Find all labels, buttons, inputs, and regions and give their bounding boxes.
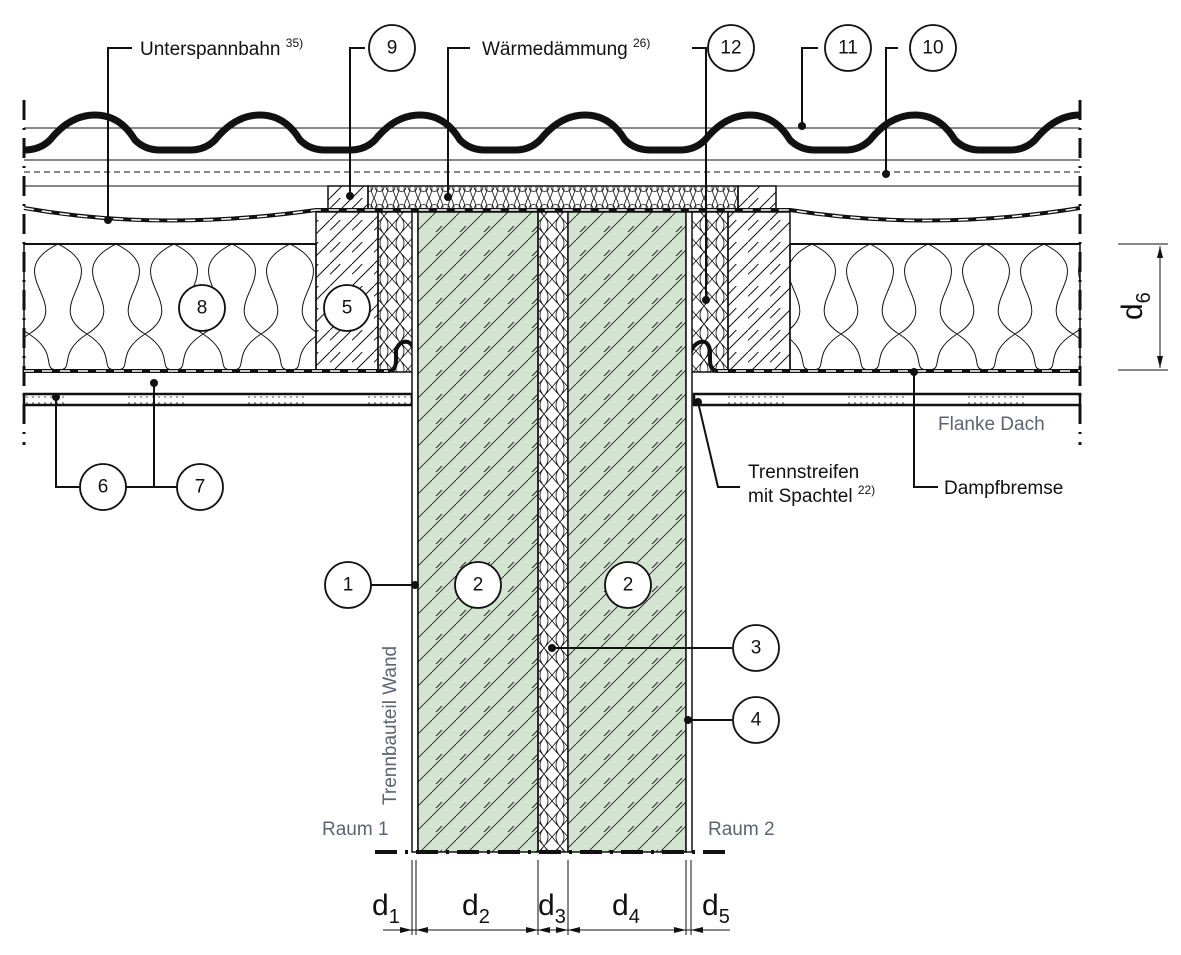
callout-10: 10 — [909, 24, 957, 72]
callout-1: 1 — [324, 561, 372, 609]
rafter-insulation-left — [23, 243, 317, 371]
label-waermedaemmung: Wärmedämmung 26) — [482, 36, 650, 60]
dim-d6: d6 — [1116, 292, 1155, 320]
svg-text:2: 2 — [623, 575, 634, 596]
label-trennstreifen: Trennstreifen — [748, 462, 859, 483]
roof-tiles — [23, 111, 1081, 173]
label-raum-1: Raum 1 — [322, 819, 389, 840]
svg-text:5: 5 — [342, 298, 353, 319]
label-mit-spachtel: mit Spachtel 22) — [748, 483, 875, 507]
svg-text:2: 2 — [473, 575, 484, 596]
cavity-insulation — [537, 211, 569, 853]
concrete-wall-left — [417, 211, 539, 853]
callout-3: 3 — [732, 624, 780, 672]
label-raum-2: Raum 2 — [708, 819, 775, 840]
dim-d5: d5 — [702, 889, 730, 928]
callout-6: 6 — [79, 463, 127, 511]
top-insulation-strip — [367, 185, 739, 211]
rafter-right — [727, 211, 791, 371]
callout-12: 12 — [707, 24, 755, 72]
callout-4: 4 — [732, 696, 780, 744]
callout-9: 9 — [368, 24, 416, 72]
ceiling-board-right — [692, 392, 1082, 407]
callout-8: 8 — [178, 284, 226, 332]
plaster-right — [685, 211, 693, 853]
callout-2-left: 2 — [454, 561, 502, 609]
svg-text:6: 6 — [98, 477, 109, 498]
svg-text:10: 10 — [922, 38, 943, 59]
label-flanke-dach: Flanke Dach — [938, 414, 1045, 435]
svg-text:4: 4 — [751, 710, 762, 731]
svg-text:11: 11 — [838, 38, 858, 59]
label-dampfbremse: Dampfbremse — [944, 478, 1063, 499]
callout-7: 7 — [176, 463, 224, 511]
rafter-insulation-right — [789, 243, 1081, 371]
top-wood-right — [737, 185, 777, 211]
callout-2-right: 2 — [604, 561, 652, 609]
dim-d2: d2 — [462, 889, 490, 928]
dim-d3: d3 — [538, 889, 566, 928]
callout-5: 5 — [323, 284, 371, 332]
leader-dots — [52, 122, 918, 724]
svg-text:9: 9 — [387, 38, 398, 59]
svg-text:1: 1 — [343, 575, 354, 596]
callout-11: 11 — [824, 24, 872, 72]
ceiling-board-left — [22, 392, 414, 407]
concrete-wall-right — [567, 211, 687, 853]
plaster-left — [411, 211, 419, 853]
svg-text:8: 8 — [197, 298, 208, 319]
svg-text:12: 12 — [720, 38, 741, 59]
svg-text:3: 3 — [751, 638, 762, 659]
svg-text:7: 7 — [195, 477, 206, 498]
label-unterspannbahn: Unterspannbahn 35) — [140, 36, 303, 60]
dimension-lines — [383, 243, 1168, 935]
dim-d4: d4 — [612, 889, 640, 928]
dim-d1: d1 — [372, 889, 400, 928]
label-trennbauteil-wand: Trennbauteil Wand — [380, 646, 401, 805]
